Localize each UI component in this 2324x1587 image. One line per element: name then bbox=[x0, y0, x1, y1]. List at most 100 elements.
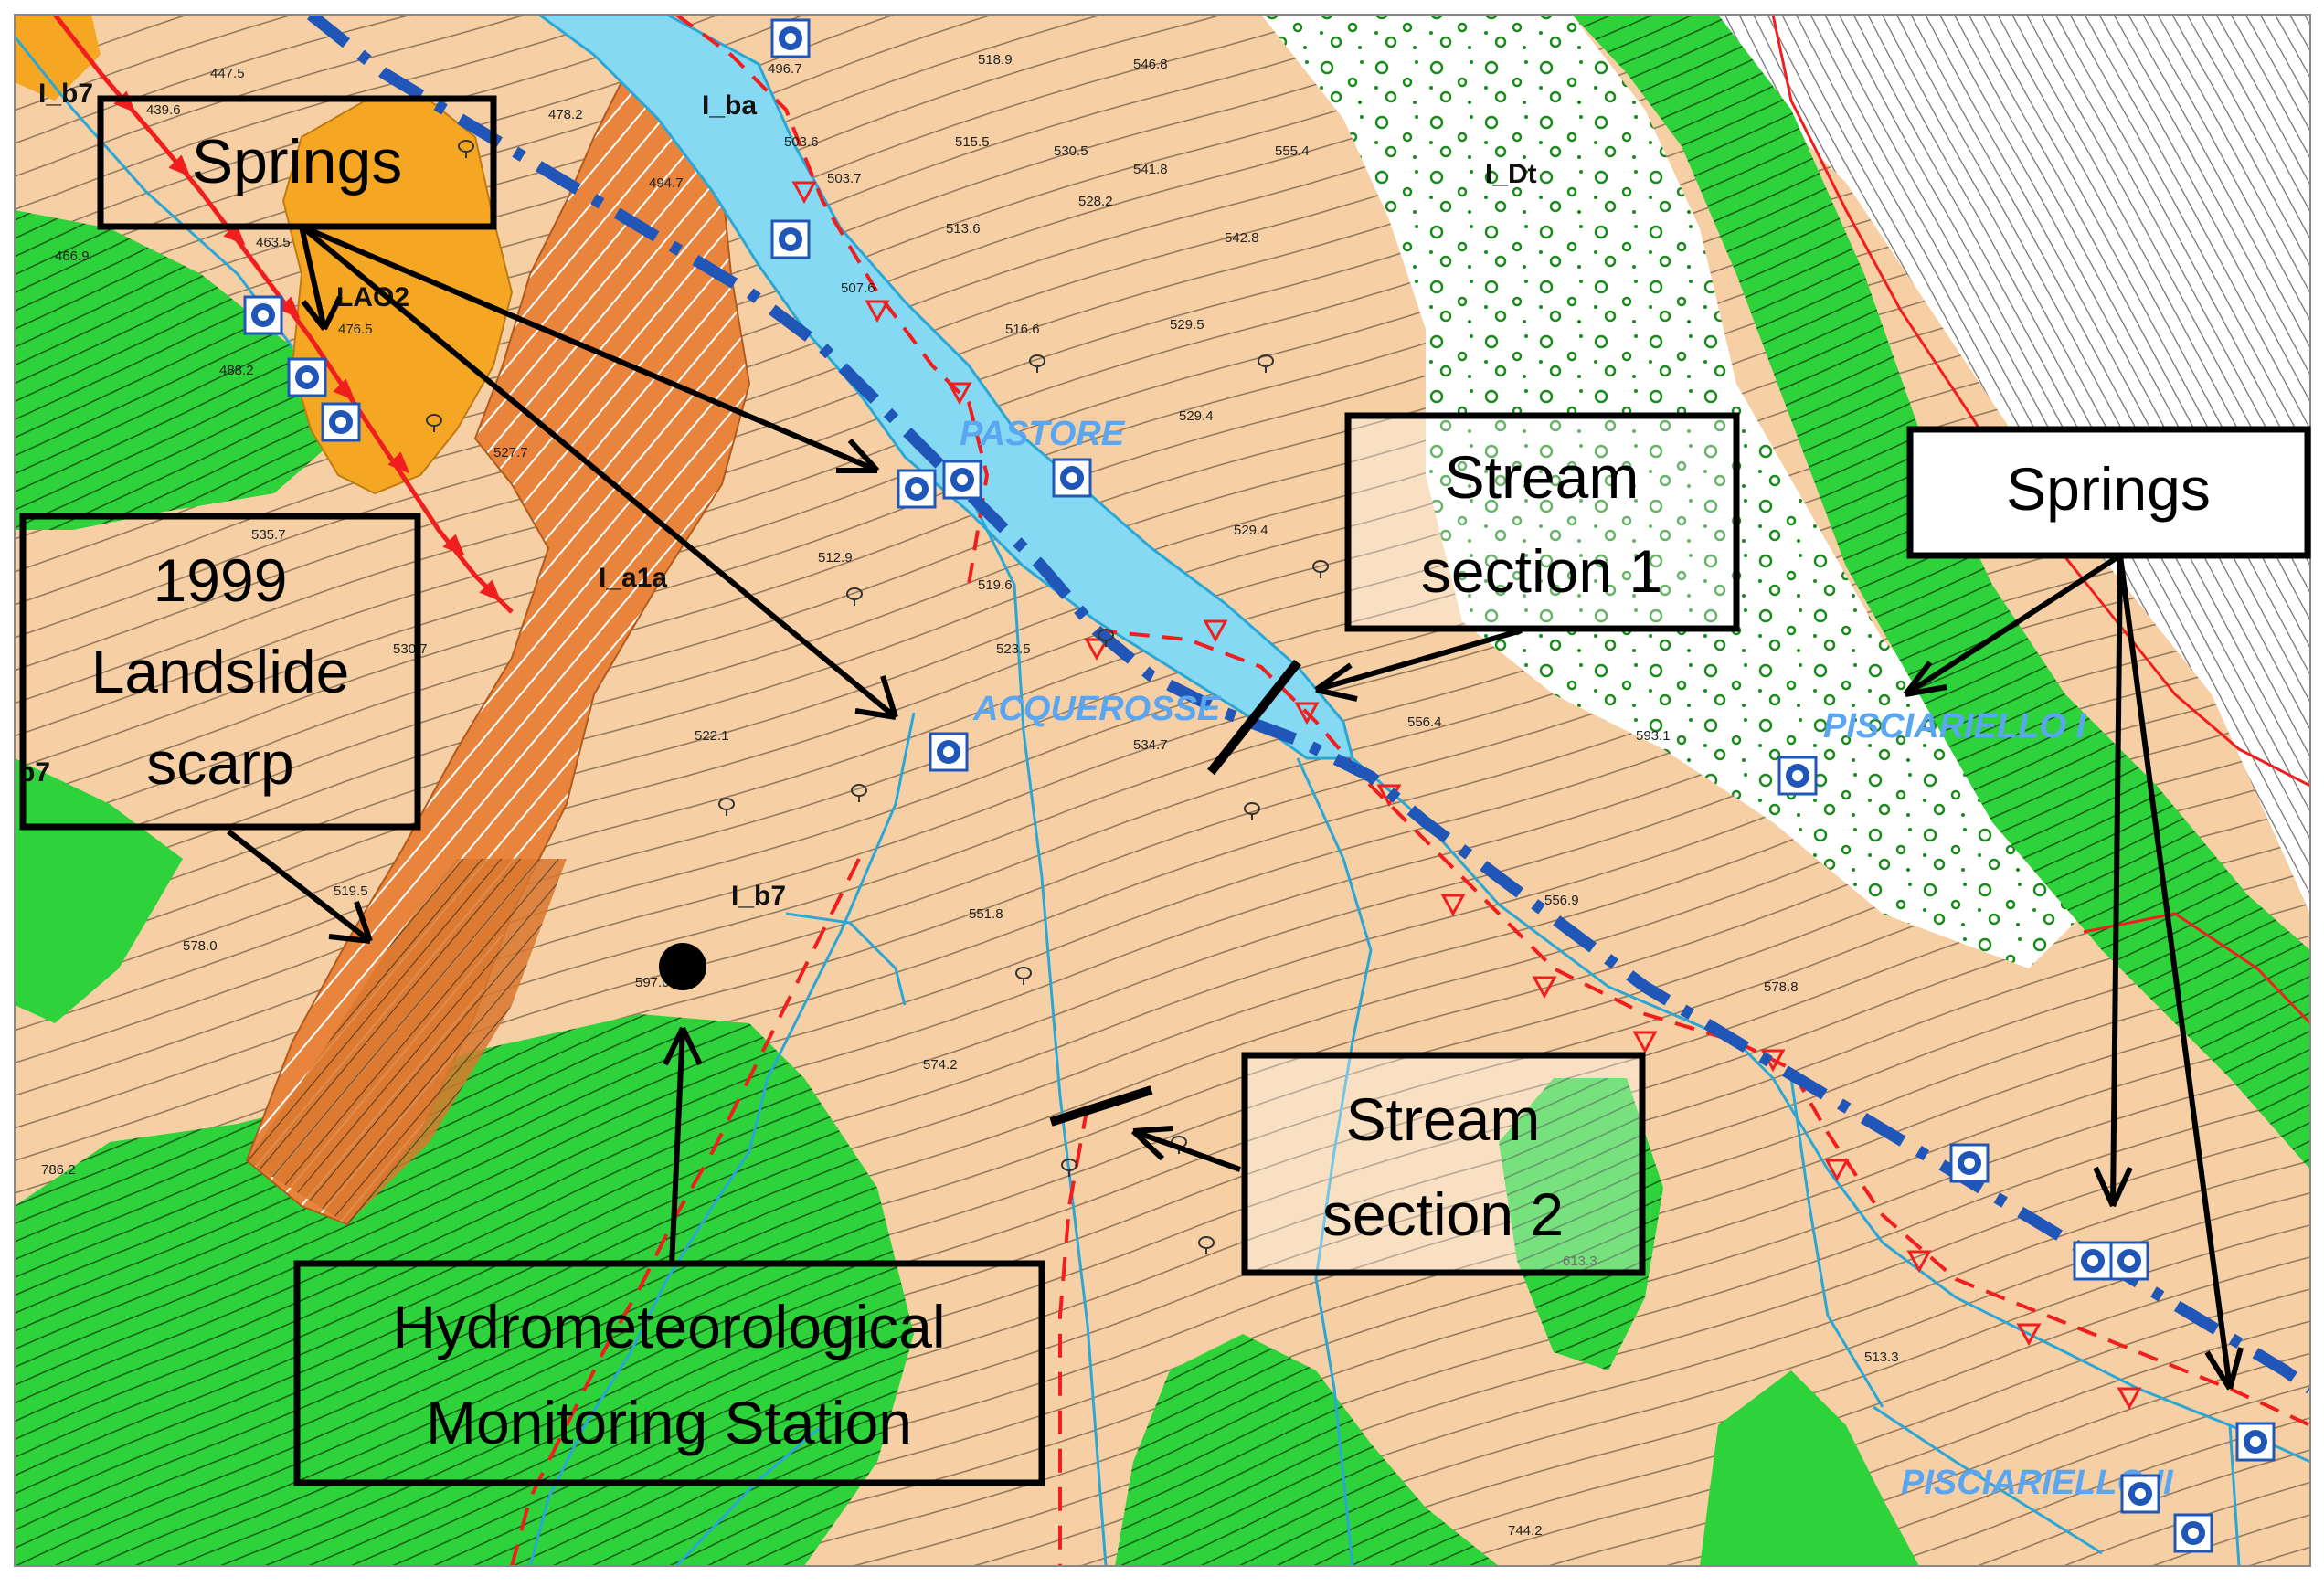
elevation-label: 463.5 bbox=[256, 235, 291, 250]
landslide-label-line-1: 1999 bbox=[154, 546, 288, 614]
elevation-label: 503.7 bbox=[827, 171, 862, 186]
debris-deposit-area bbox=[1261, 15, 2102, 968]
spring-marker-icon bbox=[929, 732, 969, 772]
spring-marker-icon bbox=[2235, 1422, 2276, 1462]
elevation-label: 574.2 bbox=[923, 1057, 958, 1073]
map-body: 447.5 439.6 478.2 496.7 518.9 546.8 503.… bbox=[15, 15, 2310, 1566]
springs-label-right: Springs bbox=[2006, 455, 2211, 523]
red-dashed-fault bbox=[674, 15, 2310, 1427]
stream-section-2-marker bbox=[1049, 1085, 1153, 1127]
spring-marker-icon bbox=[1777, 756, 1818, 796]
elevation-label: 551.8 bbox=[969, 906, 1003, 922]
spring-marker-icon bbox=[2120, 1474, 2160, 1514]
spring-marker-icon bbox=[243, 295, 283, 335]
elevation-label: 786.2 bbox=[41, 1162, 76, 1178]
elevation-label: 488.2 bbox=[219, 363, 254, 378]
place-label-pastore: PASTORE bbox=[960, 415, 1126, 453]
spring-marker-icon bbox=[1949, 1143, 1990, 1183]
annotation-springs-top-left: Springs bbox=[97, 95, 497, 230]
stream-section-1-line-1: Stream bbox=[1445, 443, 1640, 511]
monitoring-station-dot-icon bbox=[659, 943, 706, 990]
elevation-label: 556.9 bbox=[1544, 893, 1579, 908]
forest-bottom-center-contours bbox=[1115, 1334, 1499, 1566]
elevation-label: 530.7 bbox=[393, 641, 428, 657]
elevation-label: 512.9 bbox=[818, 550, 853, 566]
elevation-label: 466.9 bbox=[55, 249, 90, 264]
place-label-pisciariello-1: PISCIARIELLO I bbox=[1823, 707, 2087, 746]
stream-section-1-line-2: section 1 bbox=[1421, 537, 1662, 605]
elevation-label: 546.8 bbox=[1133, 57, 1168, 72]
spring-marker-icon bbox=[770, 219, 811, 259]
elevation-label: 542.8 bbox=[1225, 230, 1259, 246]
map-frame bbox=[14, 14, 2311, 1567]
elevation-label: 476.5 bbox=[338, 322, 373, 337]
springs-label-top-left: Springs bbox=[192, 127, 403, 196]
elevation-label: 744.2 bbox=[1508, 1523, 1543, 1539]
spring-marker-icon bbox=[2073, 1241, 2113, 1281]
elevation-label: 593.1 bbox=[1636, 728, 1671, 744]
geology-label-i-dt: I_Dt bbox=[1485, 159, 1537, 189]
monitoring-station-line-2: Monitoring Station bbox=[426, 1389, 912, 1456]
stream-section-2-line-1: Stream bbox=[1346, 1085, 1541, 1153]
annotation-stream-section-2: Stream section 2 bbox=[1241, 1052, 1646, 1276]
elevation-label: 527.7 bbox=[493, 445, 528, 460]
elevation-label: 597.0 bbox=[635, 975, 670, 990]
elevation-label: 530.5 bbox=[1054, 143, 1088, 159]
spring-marker-icon bbox=[1052, 458, 1092, 498]
elevation-label: 519.6 bbox=[978, 577, 1013, 593]
forest-right-contours bbox=[1572, 15, 2310, 1169]
stream-section-2-line-2: section 2 bbox=[1322, 1180, 1564, 1248]
annotation-stream-section-1: Stream section 1 bbox=[1344, 412, 1740, 632]
spring-marker-icon bbox=[942, 460, 982, 500]
forest-bottom-patch-contours bbox=[1499, 1078, 1663, 1370]
elevation-label: 439.6 bbox=[146, 102, 181, 118]
elevation-label: 496.7 bbox=[768, 61, 802, 77]
red-dashed-line-center bbox=[1058, 1105, 1089, 1566]
elevation-label: 516.6 bbox=[1005, 322, 1040, 337]
place-label-acquerosse: ACQUEROSSE bbox=[972, 690, 1222, 728]
spring-marker-icon bbox=[2173, 1513, 2213, 1553]
elevation-label: 528.2 bbox=[1078, 194, 1113, 209]
elevation-label: 556.4 bbox=[1407, 714, 1442, 730]
elevation-label: 519.5 bbox=[334, 883, 368, 899]
elevation-label: 578.0 bbox=[183, 938, 218, 954]
elevation-label: 529.4 bbox=[1234, 523, 1268, 538]
red-boundary-line-lower bbox=[2083, 912, 2310, 1025]
monitoring-station-line-1: Hydrometeorological bbox=[392, 1293, 945, 1360]
spring-marker-icon bbox=[287, 357, 327, 397]
landslide-label-line-2: Landslide bbox=[91, 638, 350, 705]
forest-bottom-left-contours bbox=[15, 1014, 914, 1566]
elevation-label: 529.4 bbox=[1179, 408, 1214, 424]
elevation-label: 523.5 bbox=[996, 641, 1031, 657]
geology-label-i-ba: I_ba bbox=[702, 90, 757, 121]
elevation-label: 518.9 bbox=[978, 52, 1013, 68]
geology-label-i-b7-center: I_b7 bbox=[731, 881, 786, 911]
annotation-landslide-scarp: 1999 Landslide scarp bbox=[19, 513, 421, 831]
elevation-label: 529.5 bbox=[1170, 317, 1204, 333]
elevation-label: 513.3 bbox=[1864, 1349, 1899, 1365]
geology-label-i-b7-top: I_b7 bbox=[38, 79, 93, 109]
elevation-label: 515.5 bbox=[955, 134, 990, 150]
spring-marker-icon bbox=[321, 402, 361, 442]
elevation-label: 535.7 bbox=[251, 527, 286, 543]
elevation-label: 503.6 bbox=[784, 134, 819, 150]
forest-left-upper-contours bbox=[15, 210, 347, 530]
landslide-1999-lower-tongue bbox=[247, 859, 567, 1224]
elevation-label: 541.8 bbox=[1133, 162, 1168, 177]
stream-section-1-marker bbox=[1207, 659, 1301, 776]
landslide-label-line-3: scarp bbox=[146, 729, 293, 797]
forest-bottom-right bbox=[1700, 1370, 1919, 1566]
elevation-label: 513.6 bbox=[946, 221, 981, 237]
annotation-monitoring-station: Hydrometeorological Monitoring Station bbox=[293, 1260, 1045, 1486]
elevation-label: 507.6 bbox=[841, 280, 875, 296]
annotation-arrows bbox=[227, 224, 2244, 1391]
corner-unit-yellow bbox=[15, 15, 101, 101]
river-channel bbox=[536, 15, 1354, 760]
elevation-label: 578.8 bbox=[1764, 979, 1799, 995]
elevation-label: 534.7 bbox=[1133, 737, 1168, 753]
elevation-label: 522.1 bbox=[695, 728, 729, 744]
spring-marker-icon bbox=[770, 18, 811, 58]
spring-marker-icon bbox=[897, 469, 937, 509]
